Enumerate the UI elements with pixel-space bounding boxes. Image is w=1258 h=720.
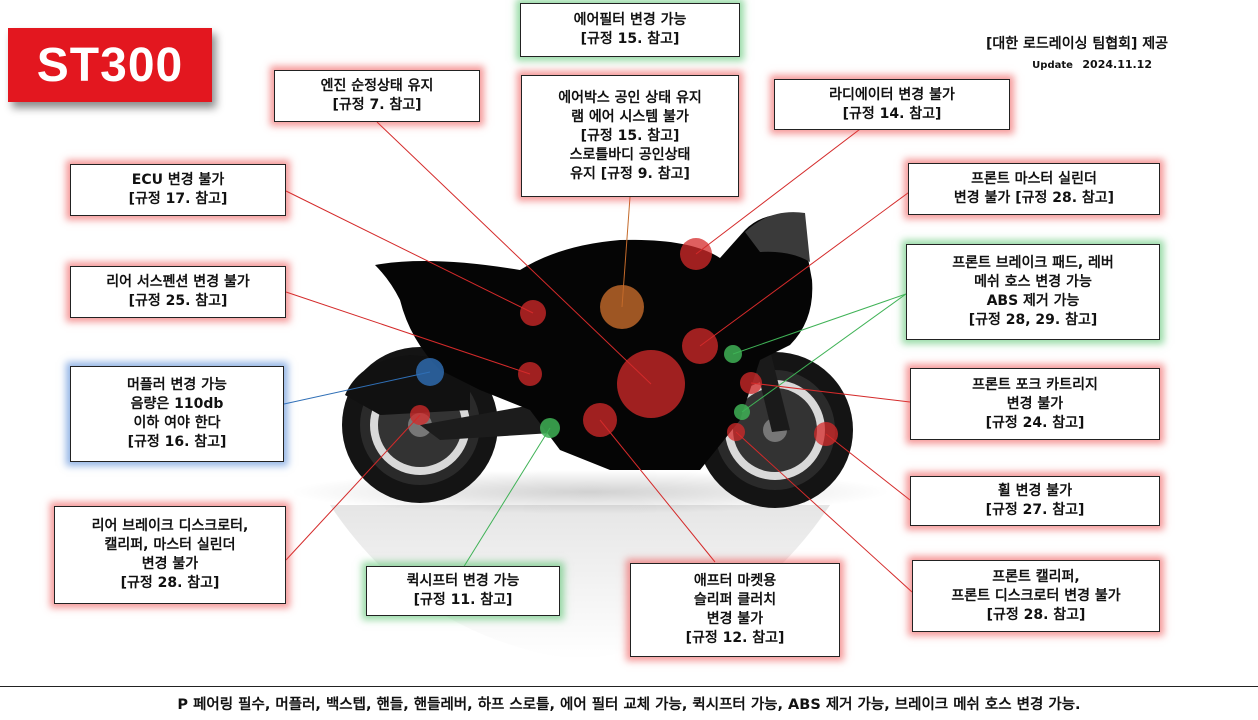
callout-line: [규정 14. 참고] [842, 105, 942, 122]
callout-muffler: 머플러 변경 가능 음량은 110db 이하 여야 한다 [규정 16. 참고] [70, 366, 284, 462]
update-info: Update 2024.11.12 [1032, 58, 1152, 71]
callout-line: [규정 28. 참고] [120, 575, 220, 591]
callout-line: 휠 변경 불가 [997, 483, 1073, 499]
callout-line: 프론트 캘리퍼, [992, 568, 1080, 585]
footer-summary: P 페어링 필수, 머플러, 백스텝, 핸들, 핸들레버, 하프 스로틀, 에어… [0, 686, 1258, 720]
callout-wheel: 휠 변경 불가 [규정 27. 참고] [910, 476, 1160, 526]
callout-line: 애프터 마켓용 [693, 573, 777, 589]
callout-line: [규정 25. 참고] [128, 293, 228, 309]
callout-line: 프론트 마스터 실린더 [971, 171, 1097, 187]
callout-rear-brake: 리어 브레이크 디스크로터, 캘리퍼, 마스터 실린더 변경 불가 [규정 28… [54, 506, 286, 604]
callout-line: 캘리퍼, 마스터 실린더 [104, 537, 236, 553]
callout-line: [규정 15. 참고] [580, 127, 680, 144]
callout-line: 변경 불가 [706, 611, 764, 627]
callout-air-filter: 에어필터 변경 가능 [규정 15. 참고] [520, 3, 740, 57]
callout-line: 스로틀바디 공인상태 [569, 146, 691, 163]
callout-line: 변경 불가 [1006, 395, 1064, 412]
model-badge: ST300 [8, 28, 212, 102]
footer-text: P 페어링 필수, 머플러, 백스텝, 핸들, 핸들레버, 하프 스로틀, 에어… [177, 697, 1081, 713]
callout-line: 메쉬 호스 변경 가능 [974, 274, 1092, 290]
callout-line: 프론트 디스크로터 변경 불가 [951, 587, 1121, 604]
callout-line: 램 에어 시스템 불가 [571, 108, 689, 125]
callout-line: [규정 11. 참고] [413, 592, 513, 608]
bike-body [375, 214, 813, 470]
callout-front-brake: 프론트 브레이크 패드, 레버 메쉬 호스 변경 가능 ABS 제거 가능 [규… [906, 244, 1160, 340]
callout-line: 리어 서스펜션 변경 불가 [106, 274, 250, 290]
callout-line: 이하 여야 한다 [133, 415, 221, 431]
callout-line: 음량은 110db [130, 396, 224, 412]
callout-line: [규정 16. 참고] [127, 434, 227, 450]
credit-text: [대한 로드레이싱 팀협회] 제공 [986, 36, 1168, 52]
callout-line: 프론트 브레이크 패드, 레버 [952, 255, 1114, 271]
callout-line: 에어박스 공인 상태 유지 [558, 89, 702, 106]
callout-line: 변경 불가 [141, 556, 199, 572]
callout-line: 머플러 변경 가능 [127, 377, 227, 393]
callout-rear-suspension: 리어 서스펜션 변경 불가 [규정 25. 참고] [70, 266, 286, 318]
callout-line: [규정 7. 참고] [332, 97, 422, 113]
callout-line: [규정 28. 참고] [986, 606, 1086, 623]
callout-line: 엔진 순정상태 유지 [320, 78, 434, 94]
callout-line: ECU 변경 불가 [131, 172, 225, 188]
windscreen [745, 212, 810, 262]
callout-line: ABS 제거 가능 [986, 293, 1080, 309]
callout-line: [규정 27. 참고] [985, 502, 1085, 518]
callout-line: [규정 15. 참고] [580, 31, 680, 47]
callout-slipper-clutch: 애프터 마켓용 슬리퍼 클러치 변경 불가 [규정 12. 참고] [630, 563, 840, 657]
callout-line: 에어필터 변경 가능 [573, 12, 687, 28]
callout-engine: 엔진 순정상태 유지 [규정 7. 참고] [274, 70, 480, 122]
callout-line: [규정 17. 참고] [128, 191, 228, 207]
callout-front-caliper: 프론트 캘리퍼, 프론트 디스크로터 변경 불가 [규정 28. 참고] [912, 560, 1160, 632]
callout-line: [규정 28, 29. 참고] [968, 312, 1098, 328]
callout-line: 프론트 포크 카트리지 [972, 376, 1098, 393]
callout-quickshifter: 퀵시프터 변경 가능 [규정 11. 참고] [366, 566, 560, 616]
callout-line: 라디에이터 변경 불가 [829, 86, 955, 103]
callout-line: 리어 브레이크 디스크로터, [91, 518, 249, 534]
callout-line: 퀵시프터 변경 가능 [406, 573, 520, 589]
callout-line: 유지 [규정 9. 참고] [570, 165, 690, 182]
callout-ecu: ECU 변경 불가 [규정 17. 참고] [70, 164, 286, 216]
callout-front-fork: 프론트 포크 카트리지 변경 불가 [규정 24. 참고] [910, 368, 1160, 440]
callout-line: 슬리퍼 클러치 [693, 592, 777, 608]
callout-airbox: 에어박스 공인 상태 유지 램 에어 시스템 불가 [규정 15. 참고] 스로… [521, 75, 739, 197]
update-date: 2024.11.12 [1082, 58, 1152, 71]
callout-line: 변경 불가 [규정 28. 참고] [953, 190, 1115, 206]
callout-radiator: 라디에이터 변경 불가 [규정 14. 참고] [774, 79, 1010, 130]
callout-front-master: 프론트 마스터 실린더 변경 불가 [규정 28. 참고] [908, 163, 1160, 215]
update-label: Update [1032, 60, 1073, 71]
callout-line: [규정 24. 참고] [985, 414, 1085, 431]
callout-line: [규정 12. 참고] [685, 630, 785, 646]
